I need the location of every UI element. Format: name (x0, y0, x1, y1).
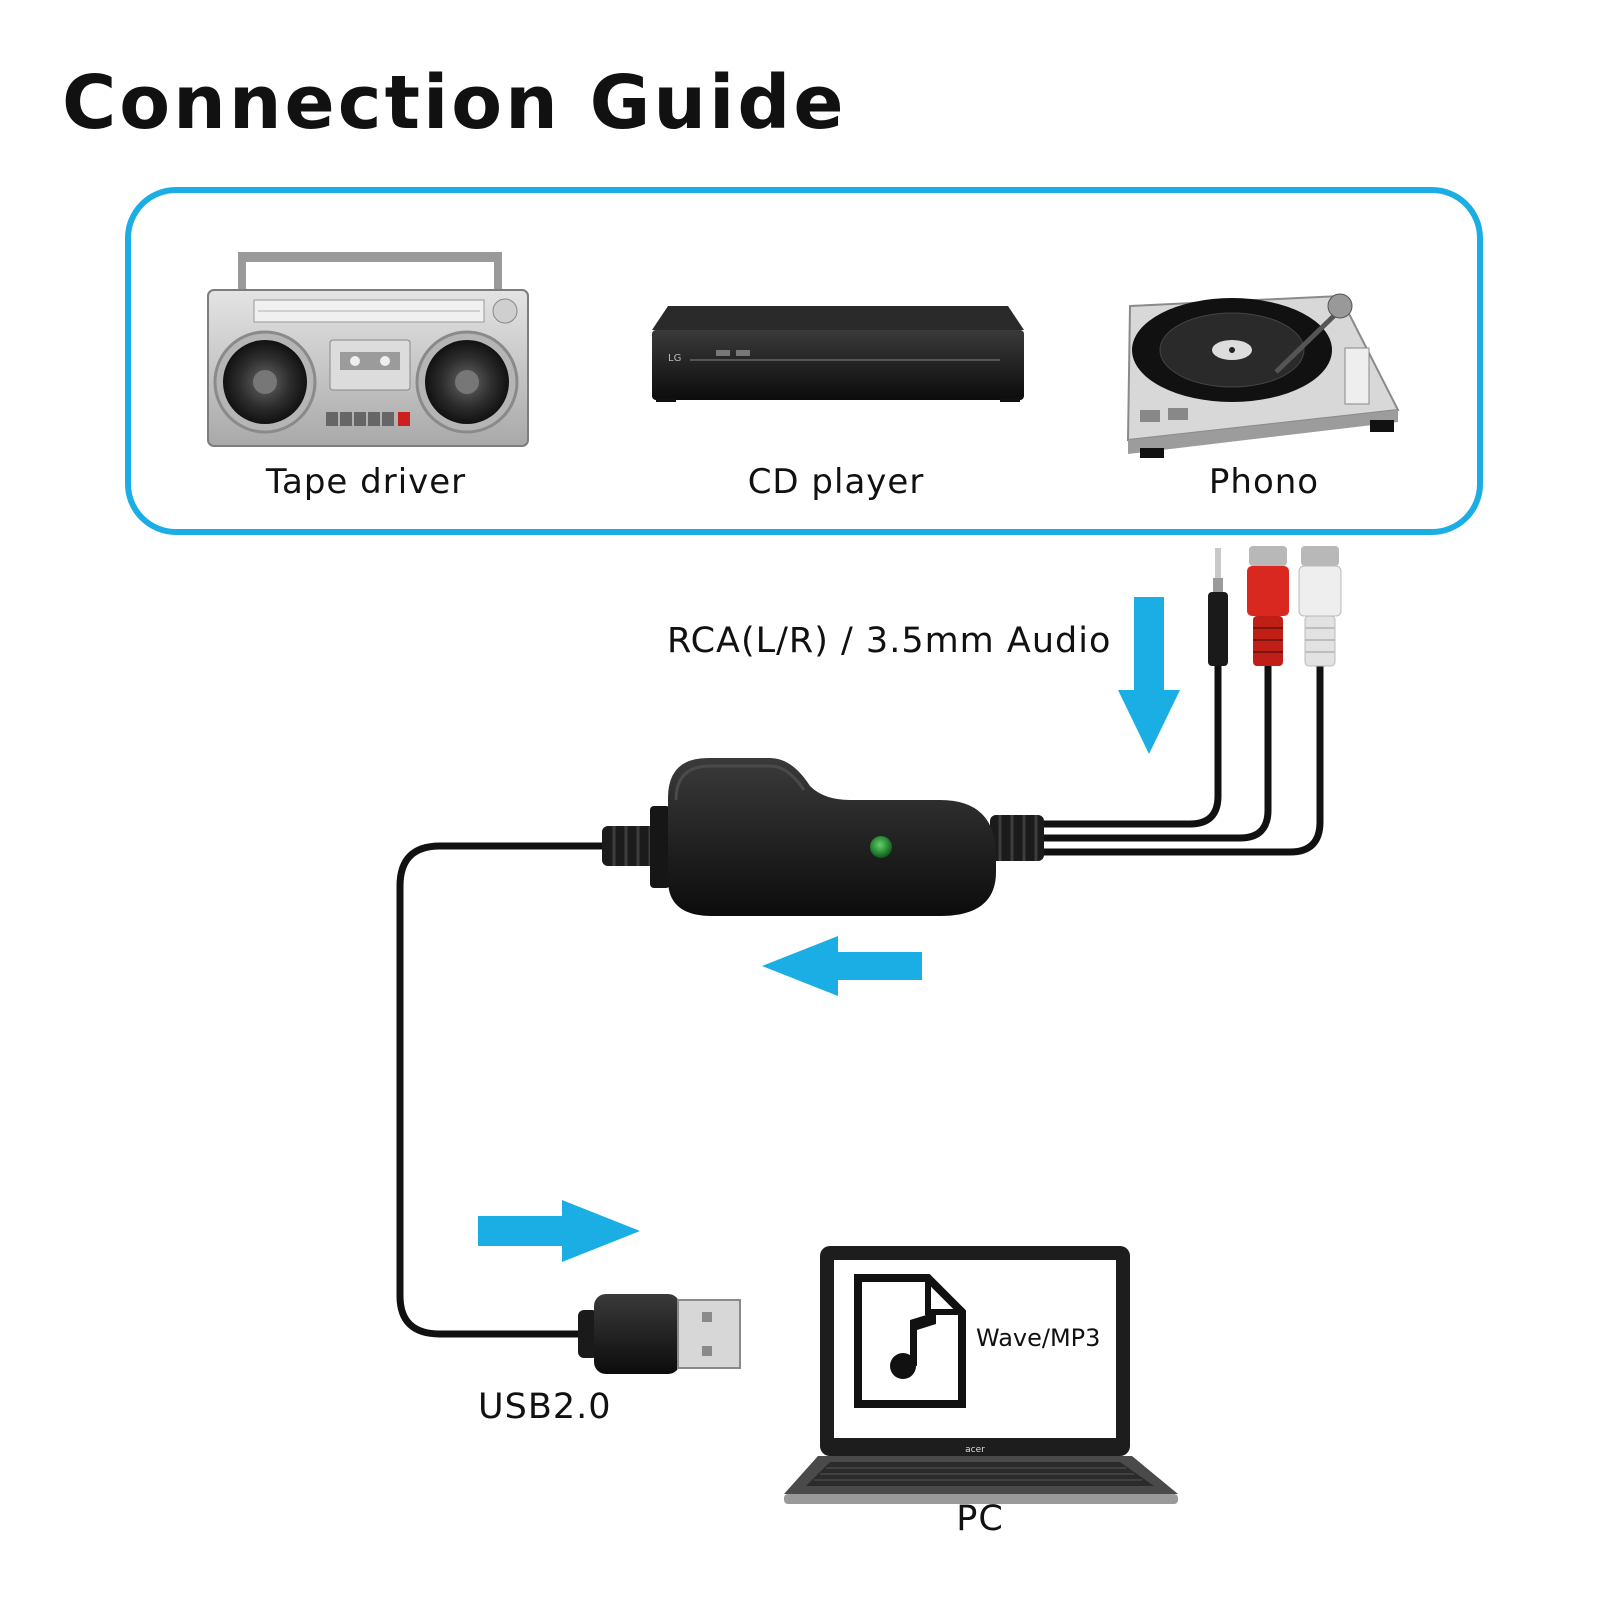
rca-white-connector-icon (1298, 546, 1342, 667)
laptop-brand-label: acer (965, 1445, 985, 1455)
laptop-pc-icon: acer (784, 1246, 1178, 1504)
cable-type-label: RCA(L/R) / 3.5mm Audio (667, 621, 1111, 661)
device-label-phono: Phono (1209, 462, 1319, 502)
page-title: Connection Guide (62, 60, 847, 146)
arrow-down-icon (1118, 597, 1180, 754)
usb-cable (396, 842, 610, 1338)
cable-strain-relief-right (990, 815, 1044, 861)
cd-player-icon: LG (652, 306, 1024, 402)
status-led-indicator (870, 836, 892, 858)
device-label-cd: CD player (748, 462, 925, 502)
usb-audio-capture-device (650, 758, 996, 916)
pc-label: PC (956, 1499, 1004, 1539)
svg-text:LG: LG (668, 353, 681, 364)
usb-plug-icon (578, 1294, 741, 1374)
turntable-icon (1126, 293, 1400, 458)
usb-label: USB2.0 (478, 1387, 612, 1427)
source-devices-frame (125, 187, 1483, 535)
arrow-right-icon (478, 1200, 640, 1262)
jack-3-5mm-icon (1208, 548, 1228, 666)
device-label-tape: Tape driver (265, 462, 466, 502)
music-file-icon (854, 1274, 966, 1408)
boombox-icon (207, 252, 529, 447)
rca-red-connector-icon (1247, 546, 1289, 666)
arrow-left-icon (762, 936, 922, 996)
file-format-label: Wave/MP3 (976, 1324, 1100, 1352)
